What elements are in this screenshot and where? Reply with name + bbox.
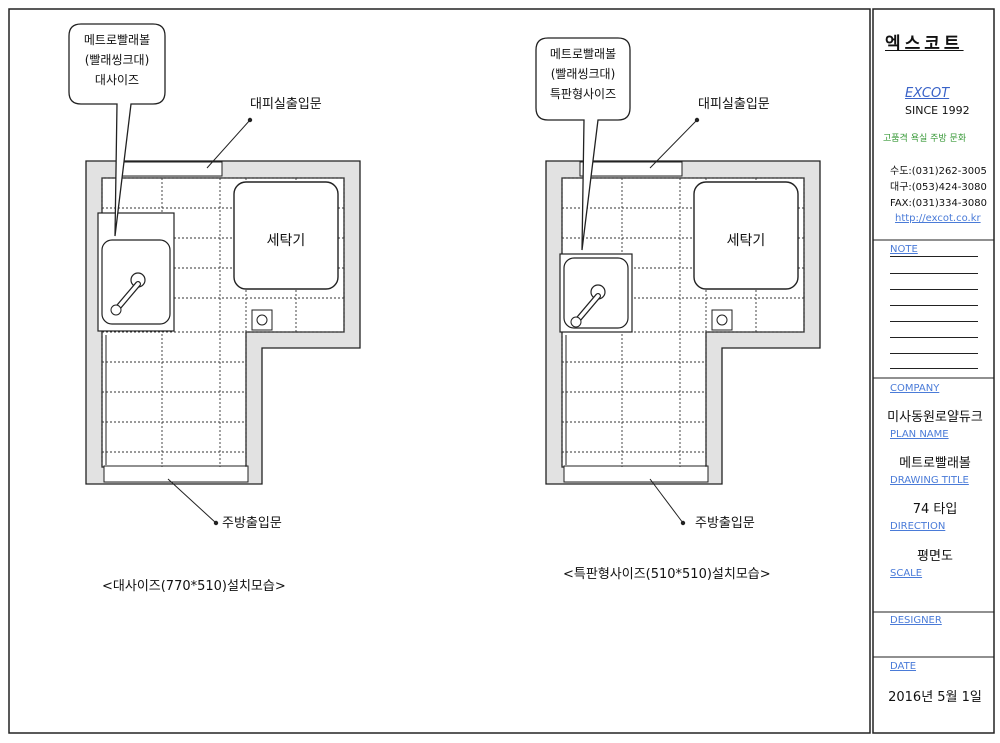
company-value: 미사동원로얄듀크 (887, 410, 983, 425)
plan-caption: <대사이즈(770*510)설치모습> (102, 579, 286, 594)
callout-line: 메트로빨래볼 (550, 47, 616, 61)
faucet-arm-inner (574, 294, 600, 324)
faucet-arm-inner (114, 282, 140, 312)
plan-caption: <특판형사이즈(510*510)설치모습> (563, 567, 771, 582)
callout-line: (빨래씽크대) (85, 53, 150, 67)
contact-fax: FAX:(031)334-3080 (890, 198, 987, 209)
top-door-label: 대피실출입문 (250, 97, 322, 112)
callout-line: (빨래씽크대) (551, 67, 616, 81)
top-door-label: 대피실출입문 (698, 97, 770, 112)
plan-name-value: 메트로빨래볼 (899, 456, 971, 471)
contact-daegu: 대구:(053)424-3080 (890, 182, 987, 193)
top-door-leader (649, 119, 698, 169)
since-text: SINCE 1992 (905, 104, 970, 117)
callout-bubble (535, 37, 631, 251)
company-label: COMPANY (890, 383, 940, 394)
floor-drain-hole (716, 314, 728, 326)
top-door-leader (206, 119, 251, 169)
leader-dot (247, 117, 253, 123)
company-logo: 엑스코트 (885, 34, 964, 54)
drain-hole (110, 304, 122, 316)
leader-dot (680, 520, 686, 526)
bottom-door-label: 주방출입문 (222, 516, 282, 531)
bottom-door-label: 주방출입문 (695, 516, 755, 531)
date-label: DATE (890, 661, 917, 672)
drawing-title-value: 74 타입 (912, 502, 958, 517)
brand-name: EXCOT (905, 86, 950, 101)
washer-label: 세탁기 (727, 233, 766, 249)
top-door (119, 161, 223, 177)
scale-label: SCALE (890, 568, 923, 579)
direction-value: 평면도 (917, 549, 953, 564)
top-door (579, 161, 683, 177)
tagline: 고품격 욕실 주방 문화 (883, 134, 967, 144)
designer-label: DESIGNER (890, 615, 942, 626)
drawing-border (8, 8, 871, 734)
title-block-frame (872, 8, 995, 734)
callout-bubble (68, 23, 166, 237)
drain-hole (570, 316, 582, 328)
washer (693, 181, 799, 290)
date-value: 2016년 5월 1일 (888, 690, 982, 705)
note-label: NOTE (890, 244, 918, 255)
drawing-title-label: DRAWING TITLE (890, 475, 969, 486)
contact-suwon: 수도:(031)262-3005 (890, 166, 987, 177)
bottom-door-leader (167, 478, 217, 524)
washer (233, 181, 339, 290)
leader-dot (694, 117, 700, 123)
callout-line: 대사이즈 (95, 73, 139, 87)
callout-line: 메트로빨래볼 (84, 33, 150, 47)
bottom-door (563, 465, 709, 483)
bottom-door-leader (649, 478, 684, 524)
leader-dot (213, 520, 219, 526)
washer-label: 세탁기 (267, 233, 306, 249)
callout-line: 특판형사이즈 (550, 87, 616, 101)
floor-drain-hole (256, 314, 268, 326)
direction-label: DIRECTION (890, 521, 946, 532)
website-link[interactable]: http://excot.co.kr (895, 213, 981, 224)
bottom-door (103, 465, 249, 483)
plan-name-label: PLAN NAME (890, 429, 949, 440)
